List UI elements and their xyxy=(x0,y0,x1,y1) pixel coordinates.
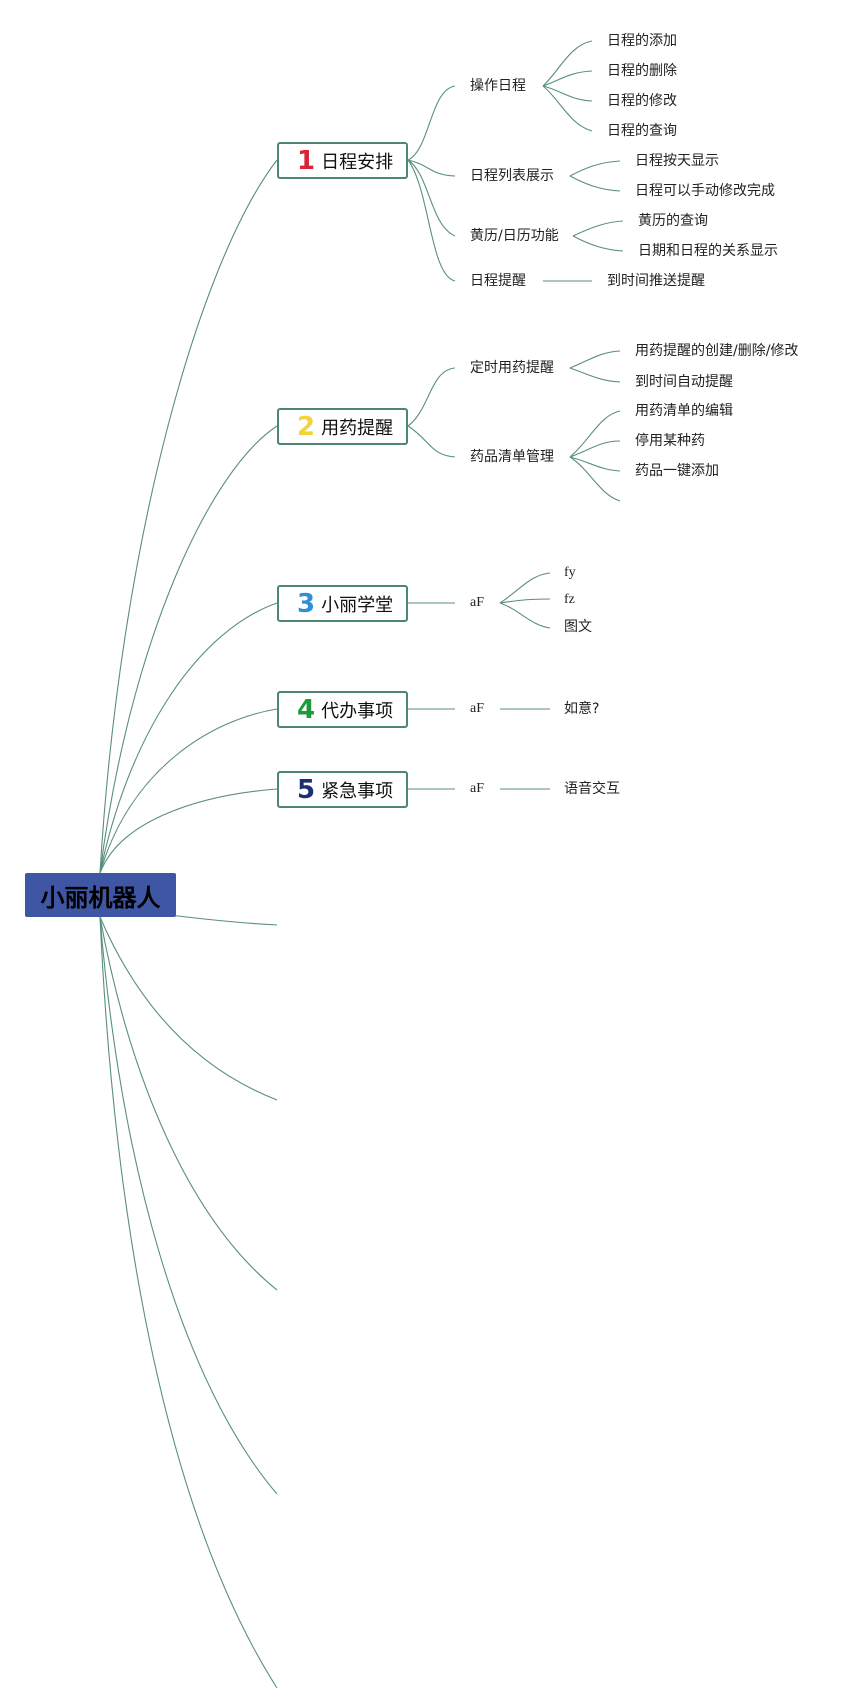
leaf-node[interactable]: 语音交互 xyxy=(564,781,620,797)
branch-number-2: 2 xyxy=(297,411,316,442)
connector-root-b3 xyxy=(99,602,278,874)
leaf-node[interactable]: 日期和日程的关系显示 xyxy=(638,243,778,259)
connector-root-b4 xyxy=(99,708,278,874)
connector-root-empty-3 xyxy=(99,916,278,1291)
connector-root-b1 xyxy=(99,159,278,874)
leaf-node[interactable]: 日程的修改 xyxy=(607,93,677,109)
leaf-node[interactable]: 日程的查询 xyxy=(607,123,677,139)
branch-number-1: 1 xyxy=(297,145,316,176)
connector-root-b5 xyxy=(99,788,278,874)
branch-number-4: 4 xyxy=(297,694,316,725)
leaf-node[interactable]: 用药清单的编辑 xyxy=(635,403,733,419)
branch-label-5: 紧急事项 xyxy=(321,780,394,802)
leaf-node[interactable]: 日程按天显示 xyxy=(635,153,719,169)
leaf-node[interactable]: 停用某种药 xyxy=(635,433,705,449)
leaf-node[interactable]: 日程的删除 xyxy=(607,63,677,79)
leaf-node[interactable]: 日程可以手动修改完成 xyxy=(635,183,775,199)
subtopic-node[interactable]: 日程提醒 xyxy=(470,273,526,289)
leaf-node[interactable]: 黄历的查询 xyxy=(638,213,708,229)
subtopic-node[interactable]: 药品清单管理 xyxy=(470,449,554,465)
branch-label-2: 用药提醒 xyxy=(321,417,394,439)
connector-root-empty-5 xyxy=(99,916,278,1689)
branch-node-2[interactable]: 2 用药提醒 xyxy=(277,408,408,445)
branch-node-1[interactable]: 1 日程安排 xyxy=(277,142,408,179)
leaf-node[interactable]: fy xyxy=(564,565,576,580)
leaf-node[interactable]: fz xyxy=(564,592,575,607)
branch-label-1: 日程安排 xyxy=(321,151,394,173)
connector-root-empty-1 xyxy=(169,914,278,926)
leaf-node[interactable]: 图文 xyxy=(564,619,592,635)
branch-node-4[interactable]: 4 代办事项 xyxy=(277,691,408,728)
subtopic-node[interactable]: aF xyxy=(470,595,484,610)
connector-root-b2 xyxy=(99,425,278,874)
branch-node-3[interactable]: 3 小丽学堂 xyxy=(277,585,408,622)
branch-label-3: 小丽学堂 xyxy=(321,594,394,616)
connector-root-empty-2 xyxy=(99,916,278,1101)
branch-number-3: 3 xyxy=(297,588,316,619)
leaf-node[interactable]: 到时间自动提醒 xyxy=(635,374,733,390)
leaf-node[interactable]: 日程的添加 xyxy=(607,33,677,49)
subtopic-node[interactable]: 定时用药提醒 xyxy=(470,360,554,376)
leaf-node[interactable]: 到时间推送提醒 xyxy=(607,273,705,289)
root-node[interactable]: 小丽机器人 xyxy=(25,873,176,917)
subtopic-node[interactable]: aF xyxy=(470,701,484,716)
leaf-node[interactable]: 用药提醒的创建/删除/修改 xyxy=(635,343,799,359)
connector-root-empty-4 xyxy=(99,916,278,1495)
subtopic-node[interactable]: 黄历/日历功能 xyxy=(470,228,559,244)
leaf-node[interactable]: 如意? xyxy=(564,701,600,717)
subtopic-node[interactable]: aF xyxy=(470,781,484,796)
branch-node-5[interactable]: 5 紧急事项 xyxy=(277,771,408,808)
subtopic-node[interactable]: 日程列表展示 xyxy=(470,168,554,184)
branch-number-5: 5 xyxy=(297,774,316,805)
subtopic-node[interactable]: 操作日程 xyxy=(470,78,526,94)
leaf-node[interactable]: 药品一键添加 xyxy=(635,463,719,479)
branch-label-4: 代办事项 xyxy=(321,700,394,722)
